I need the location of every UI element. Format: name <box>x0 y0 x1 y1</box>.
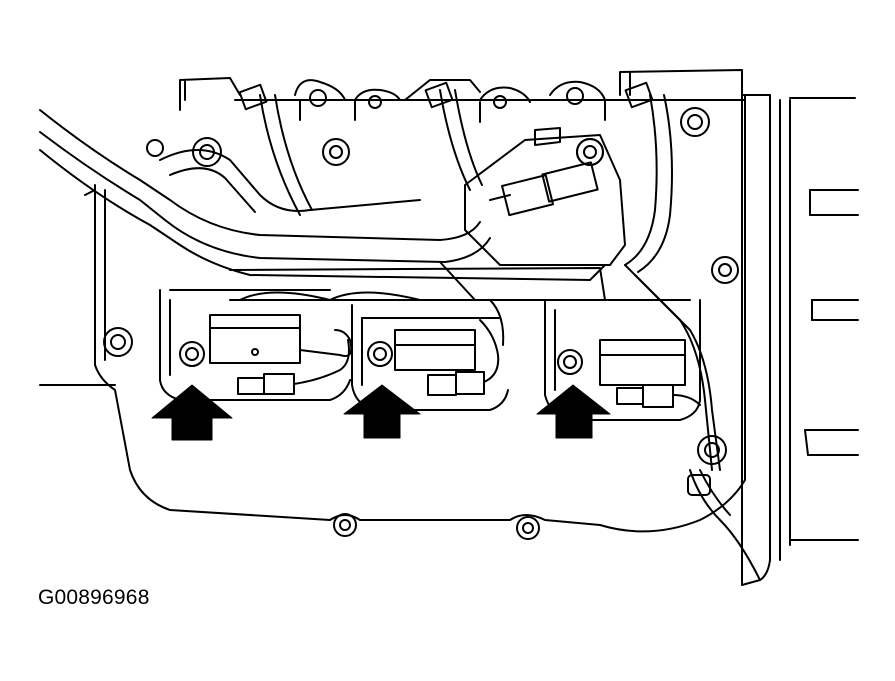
lower-right-harness <box>687 469 761 581</box>
bolt-3-arrow <box>536 384 611 439</box>
bolt-2-arrow <box>343 384 421 439</box>
upper-bolts <box>103 107 739 540</box>
bolt-1-arrow <box>151 384 233 441</box>
wire-harness <box>39 89 721 471</box>
side-housing <box>741 94 859 586</box>
target-bolts <box>179 341 583 375</box>
solenoid-1 <box>209 314 353 395</box>
top-cover <box>179 69 746 123</box>
valve-body-outline <box>84 94 746 533</box>
wire-clips <box>238 81 654 146</box>
top-sensor <box>464 134 626 266</box>
solenoid-2 <box>394 299 505 396</box>
figure-id-label: G00896968 <box>38 586 150 609</box>
solenoid-3 <box>599 339 701 408</box>
